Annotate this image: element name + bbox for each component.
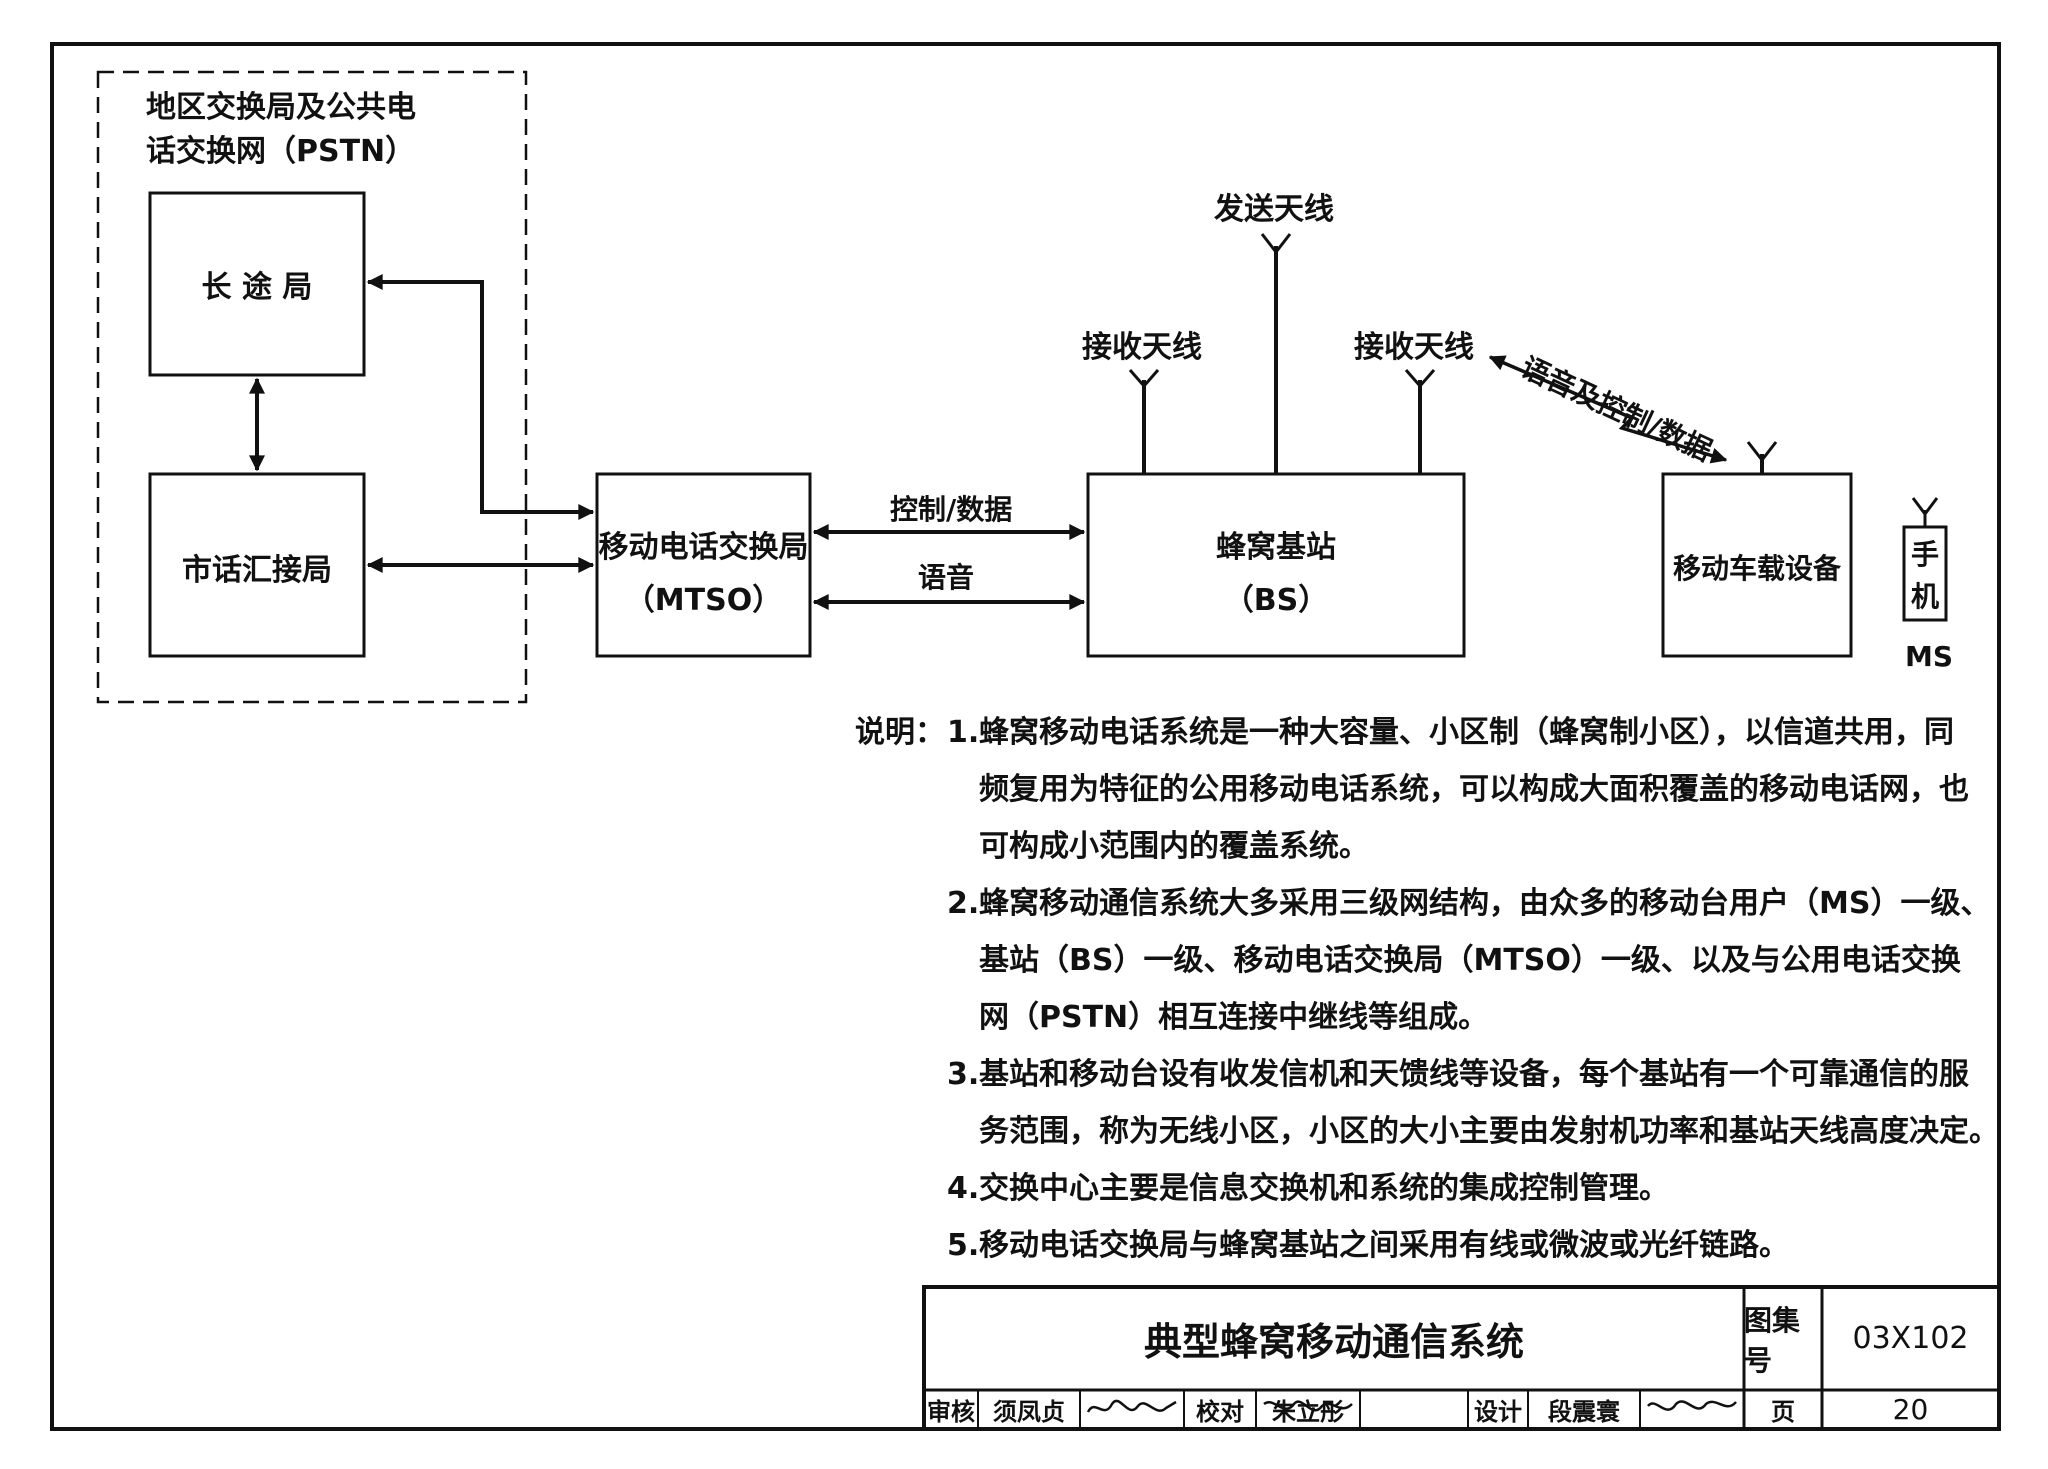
- note-item: 2. 蜂窝移动通信系统大多采用三级网结构，由众多的移动台用户（MS）一级、 基站…: [855, 875, 1990, 1046]
- radio-link-lightning-icon: [1488, 355, 1728, 464]
- vehicle-antenna-icon: [1746, 441, 1778, 474]
- handset-label-line1: 手: [1910, 538, 1939, 571]
- reviewer-name: 须凤贞: [993, 1398, 1065, 1426]
- mtso-label-line1: 移动电话交换局: [598, 530, 809, 565]
- mtso-box: [595, 472, 812, 658]
- atlas-number-value: 03X102: [1852, 1321, 1969, 1356]
- reviewer-signature: [1086, 1399, 1177, 1413]
- voice-label: 语音: [918, 561, 975, 594]
- design-label: 设计: [1474, 1398, 1522, 1426]
- mtso-label-line2: （MTSO）: [624, 583, 783, 618]
- transmit-antenna-icon: [1260, 233, 1292, 474]
- base-station-label-line2: （BS）: [1223, 583, 1329, 618]
- receive-antenna-left-label: 接收天线: [1082, 330, 1202, 365]
- long-distance-mtso-link: [366, 274, 595, 520]
- pstn-label-line1: 地区交换局及公共电: [146, 90, 416, 125]
- note-line: 频复用为特征的公用移动电话系统，可以构成大面积覆盖的移动电话网，也: [979, 772, 1969, 807]
- long-distance-office-label: 长 途 局: [201, 270, 313, 305]
- review-label: 审核: [927, 1398, 975, 1426]
- note-item: 4. 交换中心主要是信息交换机和系统的集成控制管理。: [855, 1160, 1975, 1217]
- atlas-number-label: 图集号: [1744, 1303, 1801, 1377]
- pstn-label-line2: 话交换网（PSTN）: [146, 134, 416, 169]
- page-number: 20: [1892, 1393, 1929, 1426]
- note-number: 4.: [947, 1171, 980, 1206]
- note-line: 移动电话交换局与蜂窝基站之间采用有线或微波或光纤链路。: [979, 1228, 1789, 1263]
- title-block: [922, 1285, 2001, 1431]
- notes-section: 说明： 1. 蜂窝移动电话系统是一种大容量、小区制（蜂窝制小区），以信道共用，同…: [855, 704, 1999, 1274]
- checker-name: 朱立彤: [1272, 1398, 1344, 1426]
- pstn-group-label: 地区交换局及公共电 话交换网（PSTN）: [146, 86, 416, 174]
- checker-signature: [1263, 1400, 1353, 1412]
- vehicle-equipment-label: 移动车载设备: [1672, 552, 1841, 585]
- note-line: 蜂窝移动电话系统是一种大容量、小区制（蜂窝制小区），以信道共用，同: [979, 715, 1954, 750]
- control-data-label: 控制/数据: [890, 493, 1013, 526]
- note-number: 5.: [947, 1228, 980, 1263]
- note-number: 3.: [947, 1057, 980, 1092]
- note-line: 可构成小范围内的覆盖系统。: [979, 829, 1369, 864]
- pstn-group-boundary: [96, 70, 528, 704]
- local-tandem-office-box: [148, 472, 366, 658]
- vehicle-equipment-box: [1661, 472, 1853, 658]
- check-label: 校对: [1196, 1398, 1244, 1426]
- local-tandem-office-label: 市话汇接局: [182, 553, 332, 588]
- receive-antenna-left-icon: [1128, 369, 1160, 474]
- note-item: 3. 基站和移动台设有收发信机和天馈线等设备，每个基站有一个可靠通信的服 务范围…: [855, 1046, 1999, 1160]
- note-line: 基站和移动台设有收发信机和天馈线等设备，每个基站有一个可靠通信的服: [979, 1057, 1969, 1092]
- transmit-antenna-label: 发送天线: [1214, 192, 1334, 227]
- long-distance-office-box: [148, 191, 366, 377]
- handset-caption-ms: MS: [1905, 640, 1954, 673]
- note-item: 5. 移动电话交换局与蜂窝基站之间采用有线或微波或光纤链路。: [855, 1217, 1975, 1274]
- designer-name: 段震寰: [1548, 1398, 1620, 1426]
- note-number: 2.: [947, 886, 980, 921]
- receive-antenna-right-icon: [1404, 369, 1436, 474]
- note-line: 交换中心主要是信息交换机和系统的集成控制管理。: [979, 1171, 1669, 1206]
- handset-label-line2: 机: [1910, 580, 1939, 613]
- note-line: 蜂窝移动通信系统大多采用三级网结构，由众多的移动台用户（MS）一级、: [979, 886, 1991, 921]
- note-line: 基站（BS）一级、移动电话交换局（MTSO）一级、以及与公用电话交换: [979, 943, 1961, 978]
- note-line: 务范围，称为无线小区，小区的大小主要由发射机功率和基站天线高度决定。: [979, 1114, 1999, 1149]
- designer-signature: [1647, 1400, 1737, 1411]
- note-number: 1.: [947, 715, 980, 750]
- notes-prefix: 说明：: [855, 715, 945, 750]
- note-line: 网（PSTN）相互连接中继线等组成。: [979, 1000, 1489, 1035]
- handset-antenna-icon: [1911, 497, 1939, 527]
- page-label: 页: [1771, 1398, 1795, 1426]
- receive-antenna-right-label: 接收天线: [1354, 330, 1474, 365]
- base-station-label-line1: 蜂窝基站: [1216, 530, 1336, 565]
- note-item: 说明： 1. 蜂窝移动电话系统是一种大容量、小区制（蜂窝制小区），以信道共用，同…: [855, 704, 1975, 875]
- drawing-title: 典型蜂窝移动通信系统: [1143, 1320, 1524, 1364]
